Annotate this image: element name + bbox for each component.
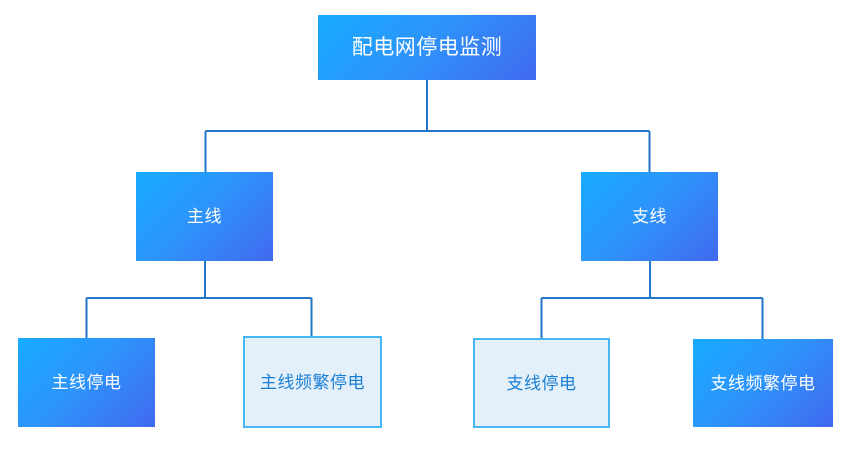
node-label: 支线 xyxy=(632,207,667,226)
node-branch-line[interactable]: 支线 xyxy=(581,172,718,261)
node-label: 主线 xyxy=(187,207,222,226)
node-branch-line-frequent-outage[interactable]: 支线频繁停电 xyxy=(693,339,833,427)
node-main-line-outage[interactable]: 主线停电 xyxy=(18,338,155,427)
node-main-line[interactable]: 主线 xyxy=(136,172,273,261)
node-label: 主线停电 xyxy=(51,373,122,392)
node-main-line-frequent-outage[interactable]: 主线频繁停电 xyxy=(243,336,382,428)
node-label: 支线停电 xyxy=(506,373,577,393)
node-label: 配电网停电监测 xyxy=(351,36,503,59)
node-label: 主线频繁停电 xyxy=(260,372,365,392)
node-branch-line-outage[interactable]: 支线停电 xyxy=(473,338,610,428)
node-label: 支线频繁停电 xyxy=(710,373,816,393)
node-root-distribution-network-outage-monitoring[interactable]: 配电网停电监测 xyxy=(318,15,536,80)
